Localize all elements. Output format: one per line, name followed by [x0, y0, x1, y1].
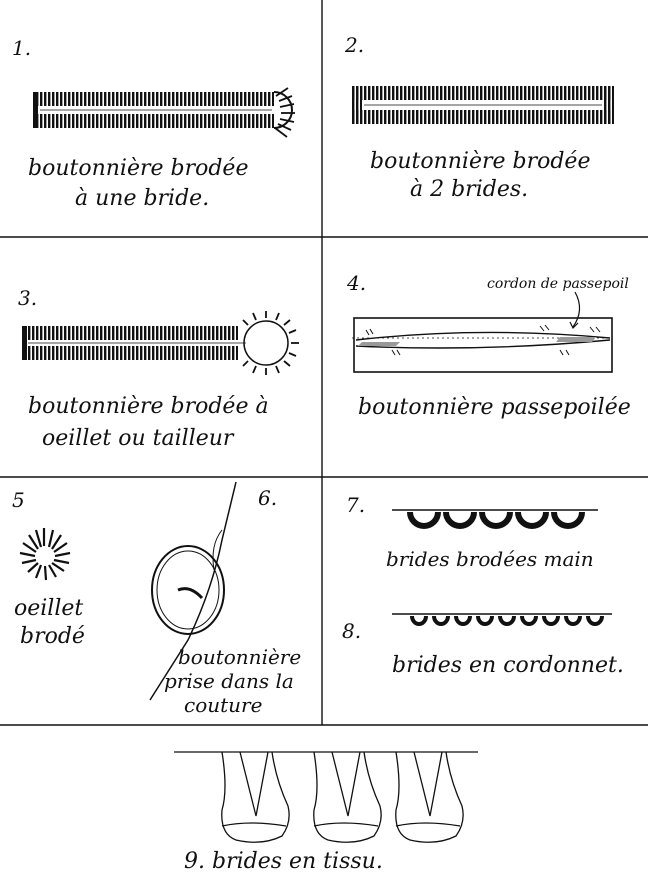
panel-5: 5 oeillet brodé: [12, 488, 85, 649]
panel-1-caption-line1: boutonnière brodée: [28, 156, 248, 181]
panel-8-caption: brides en cordonnet.: [392, 653, 624, 678]
panel-2-caption-line2: à 2 brides.: [410, 177, 528, 202]
panel-1-caption-line2: à une bride.: [75, 186, 209, 211]
piped-buttonhole-illustration: [352, 292, 612, 372]
embroidered-eyelet-illustration: [20, 528, 70, 580]
panel-3: 3. boutonnière brodé: [18, 286, 299, 451]
panel-6-caption-line2: prise dans la: [164, 669, 294, 693]
panel-9: 9. brides en tissu.: [174, 752, 478, 874]
panel-3-number: 3.: [18, 286, 37, 310]
panel-2-caption-line1: boutonnière brodée: [370, 149, 590, 174]
panel-7: 7. brides brodées main: [346, 493, 598, 571]
panel-grid: [0, 0, 648, 725]
panel-2: 2. boutonnière brodée à 2 brides.: [344, 33, 614, 202]
panel-5-caption-line2: brodé: [20, 624, 85, 649]
panel-4-annotation: cordon de passepoil: [487, 276, 629, 292]
panel-7-caption: brides brodées main: [386, 547, 594, 571]
panel-6-caption-line1: boutonnière: [178, 645, 301, 669]
panel-1-number: 1.: [12, 36, 31, 60]
hand-embroidered-bars-illustration: [392, 510, 598, 526]
buttonhole-two-bars-illustration: [352, 86, 614, 124]
panel-7-number: 7.: [346, 493, 365, 517]
panel-3-caption-line2: oeillet ou tailleur: [42, 426, 235, 451]
panel-4-number: 4.: [346, 271, 366, 295]
panel-3-caption-line1: boutonnière brodée à: [28, 394, 269, 419]
buttonhole-one-bar-illustration: [33, 88, 295, 137]
panel-4: 4. cordon de passepoil boutonnière passe…: [346, 271, 631, 420]
panel-8: 8. brides en cordonnet.: [342, 614, 624, 678]
fabric-bars-illustration: [174, 752, 478, 842]
panel-6-number: 6.: [258, 486, 277, 510]
panel-2-number: 2.: [344, 33, 364, 57]
panel-8-number: 8.: [342, 619, 361, 643]
panel-6: 6. boutonnière prise dans la couture: [150, 482, 301, 717]
panel-6-caption-line3: couture: [184, 693, 262, 717]
panel-5-caption-line1: oeillet: [14, 596, 83, 621]
panel-4-caption: boutonnière passepoilée: [358, 395, 631, 420]
cord-bars-illustration: [392, 614, 612, 624]
panel-5-number: 5: [12, 488, 25, 512]
buttonhole-eyelet-illustration: [22, 311, 299, 375]
panel-9-caption: 9. brides en tissu.: [184, 849, 383, 874]
panel-1: 1. boutonnière brodée à une bride.: [12, 36, 295, 211]
